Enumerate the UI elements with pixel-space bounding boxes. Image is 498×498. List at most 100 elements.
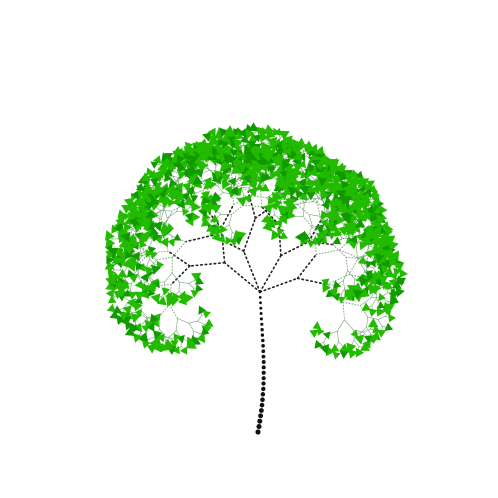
leaf [211, 232, 221, 242]
leaf [350, 329, 358, 338]
leaf [150, 293, 161, 304]
branch-segment [129, 225, 136, 233]
leaf [179, 346, 188, 355]
branch-segment [242, 250, 261, 293]
branch-segment [242, 217, 257, 252]
leaf [307, 163, 316, 172]
branch-segment [163, 207, 168, 219]
leaf [127, 233, 137, 243]
branch-segment [196, 190, 204, 194]
leaf [105, 237, 116, 248]
leaf [122, 258, 132, 268]
leaf [157, 296, 167, 306]
leaf [388, 314, 396, 323]
leaf [201, 191, 210, 200]
leaf [204, 318, 214, 327]
leaf [336, 199, 345, 207]
leaf [113, 291, 123, 300]
leaf [325, 289, 335, 298]
leaf [245, 156, 253, 165]
leaf [188, 173, 198, 183]
trunk-dot [259, 312, 263, 315]
branch-segment [342, 301, 345, 321]
leaf [266, 166, 276, 175]
leaf [189, 155, 200, 165]
leaf [216, 145, 225, 153]
leaf [129, 322, 140, 334]
leaf [339, 351, 349, 359]
leaf [134, 308, 142, 317]
branch-segment [137, 276, 144, 285]
branch-segment [309, 224, 313, 234]
branch-segment [166, 210, 173, 222]
leaf [191, 201, 201, 212]
leaf [319, 344, 330, 355]
leaf [339, 212, 350, 222]
leaf [236, 150, 245, 160]
branch-segment [231, 231, 233, 239]
leaf [204, 200, 214, 210]
branch-segment [359, 297, 372, 306]
branch-segment [149, 258, 155, 265]
leaf [203, 181, 212, 190]
branch-segment [259, 277, 299, 293]
leaf [317, 327, 325, 336]
leaf [136, 182, 145, 191]
branch-segment [345, 256, 349, 272]
leaf [385, 282, 393, 290]
leaf [120, 228, 129, 237]
leaf [161, 287, 170, 296]
branch-segment [242, 204, 263, 208]
leaf [122, 305, 132, 315]
leaf [372, 276, 382, 287]
leaf [121, 281, 130, 290]
branch-segment [156, 256, 173, 261]
trunk-dot [261, 381, 266, 386]
leaf [359, 342, 371, 351]
leaf [315, 224, 325, 234]
trunk-dot [256, 424, 262, 430]
branch-segment [223, 261, 261, 293]
branch-segment [326, 274, 350, 285]
leaf [338, 202, 349, 213]
leaf [260, 173, 270, 183]
branch-segment [170, 265, 191, 286]
leaf [227, 136, 236, 144]
leaf [272, 191, 282, 203]
branch-segment [274, 214, 280, 219]
leaf [383, 266, 394, 277]
branch-segment [316, 194, 324, 203]
leaf [331, 178, 341, 187]
leaf [334, 229, 343, 237]
leaf [206, 223, 216, 232]
branch-segment [260, 206, 280, 226]
leaf [297, 178, 307, 189]
leaf [344, 187, 355, 197]
leaf [359, 276, 369, 287]
leaf [329, 213, 339, 224]
leaf [269, 201, 278, 211]
leaf [167, 161, 177, 170]
leaf [236, 196, 248, 207]
leaf [202, 132, 212, 142]
leaf [184, 212, 194, 222]
leaf [207, 127, 216, 137]
branch-segment [262, 142, 270, 144]
leaf [267, 130, 276, 139]
leaf [364, 260, 373, 269]
leaf [143, 216, 152, 225]
branch-segment [171, 175, 179, 178]
leaf [309, 143, 318, 154]
trunk-dot [261, 349, 266, 354]
leaf [282, 141, 290, 151]
branch-segment [308, 214, 313, 226]
branch-segment [130, 229, 133, 237]
leaf [316, 170, 326, 181]
leaf [349, 234, 358, 244]
leaf [335, 189, 347, 200]
leaf [364, 231, 375, 241]
leaf [127, 208, 137, 218]
leaf [332, 351, 341, 360]
leaf [176, 154, 185, 164]
branch-segment [339, 249, 358, 258]
